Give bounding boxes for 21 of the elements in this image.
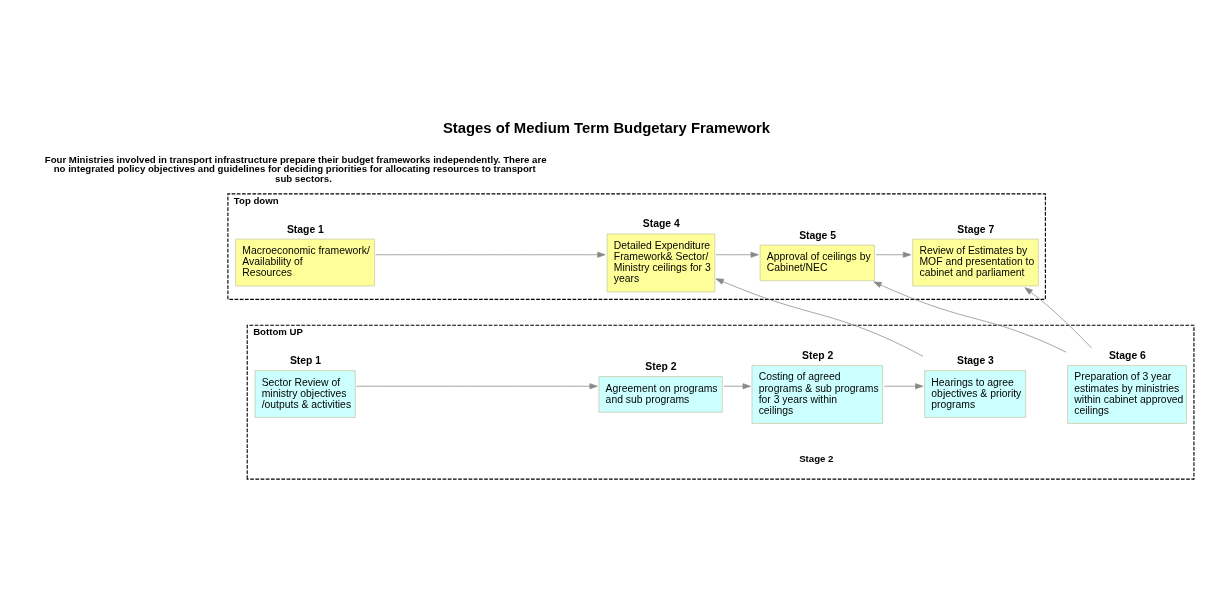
arrow — [873, 281, 1067, 353]
node-label: Stage 4 — [642, 218, 680, 230]
diagram-title: Stages of Medium Term Budgetary Framework — [442, 120, 771, 137]
node-label: Step 2 — [802, 349, 834, 361]
arrow — [375, 251, 606, 258]
node-label: Stage 7 — [957, 223, 995, 235]
arrow — [1024, 287, 1092, 349]
node-label: Stage 3 — [956, 355, 994, 367]
arrow — [715, 278, 924, 357]
arrow — [723, 383, 751, 390]
node-label: Stage 1 — [286, 223, 324, 235]
node-label: Stage 6 — [1108, 349, 1146, 361]
node-label: Stage 5 — [799, 229, 837, 241]
arrow — [356, 383, 598, 390]
node-label: Step 2 — [645, 361, 677, 373]
label: Four Ministries involved in transport infrastructure prepare their budget frameworks independently. There are no integrated policy objectives and guidelines for deciding priorities for allocating resources to transport sub sectors. — [44, 153, 547, 184]
arrow — [715, 251, 759, 258]
label: Stage 2 — [799, 452, 834, 464]
node-label: Step 1 — [289, 355, 322, 367]
arrow — [875, 251, 912, 258]
arrow — [884, 383, 924, 390]
